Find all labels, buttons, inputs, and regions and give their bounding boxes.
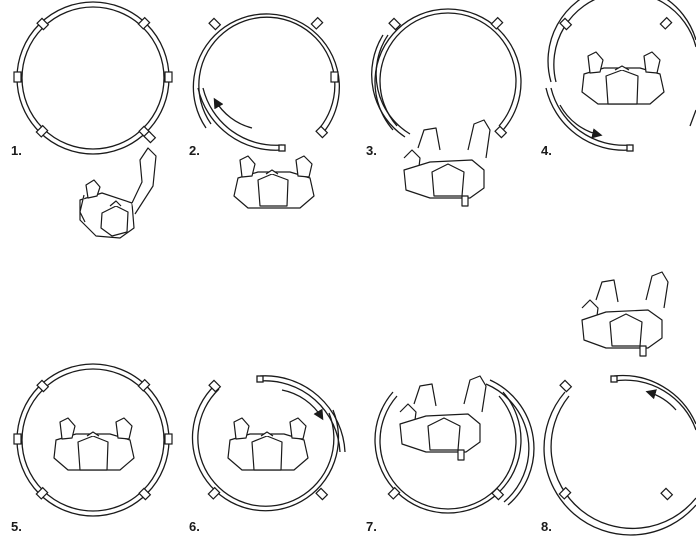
step-4-person-figure <box>582 52 664 104</box>
step-6-panel: 6. <box>189 376 345 534</box>
step-1-connectors <box>14 18 172 143</box>
step-2-panel: 2. <box>189 14 339 208</box>
step-3-label: 3. <box>366 143 377 158</box>
step-8-panel: 8. <box>541 272 696 535</box>
step-3-panel: 3. <box>366 9 521 206</box>
step-2-person-figure <box>234 156 314 208</box>
step-4-connectors <box>560 18 672 30</box>
step-8-person-figure <box>582 272 668 356</box>
step-5-person-figure <box>54 418 134 470</box>
step-6-person-figure <box>228 418 308 470</box>
step-4-ring-right-edge <box>690 110 696 126</box>
step-7-label: 7. <box>366 519 377 534</box>
step-8-connectors <box>559 380 672 499</box>
step-2-label: 2. <box>189 143 200 158</box>
step-8-ring-track <box>544 392 696 535</box>
step-2-direction-arrow <box>215 100 252 128</box>
step-4-panel: 4. <box>541 0 696 158</box>
step-4-label: 4. <box>541 143 552 158</box>
step-2-sliding-segment <box>198 88 285 151</box>
step-3-open-segment <box>372 35 410 137</box>
step-1-label: 1. <box>11 143 22 158</box>
step-7-open-segment <box>486 380 534 505</box>
step-1-person-figure <box>80 148 156 238</box>
step-8-sliding-segment <box>611 376 696 430</box>
step-7-person-figure <box>400 376 486 460</box>
step-1-panel: 1. <box>11 2 172 238</box>
step-5-label: 5. <box>11 519 22 534</box>
step-8-direction-arrow <box>648 392 676 410</box>
step-3-person-figure <box>404 120 490 206</box>
step-6-label: 6. <box>189 519 200 534</box>
step-8-label: 8. <box>541 519 552 534</box>
step-7-panel: 7. <box>366 376 534 534</box>
step-5-panel: 5. <box>11 364 172 534</box>
step-3-connectors <box>389 18 506 138</box>
